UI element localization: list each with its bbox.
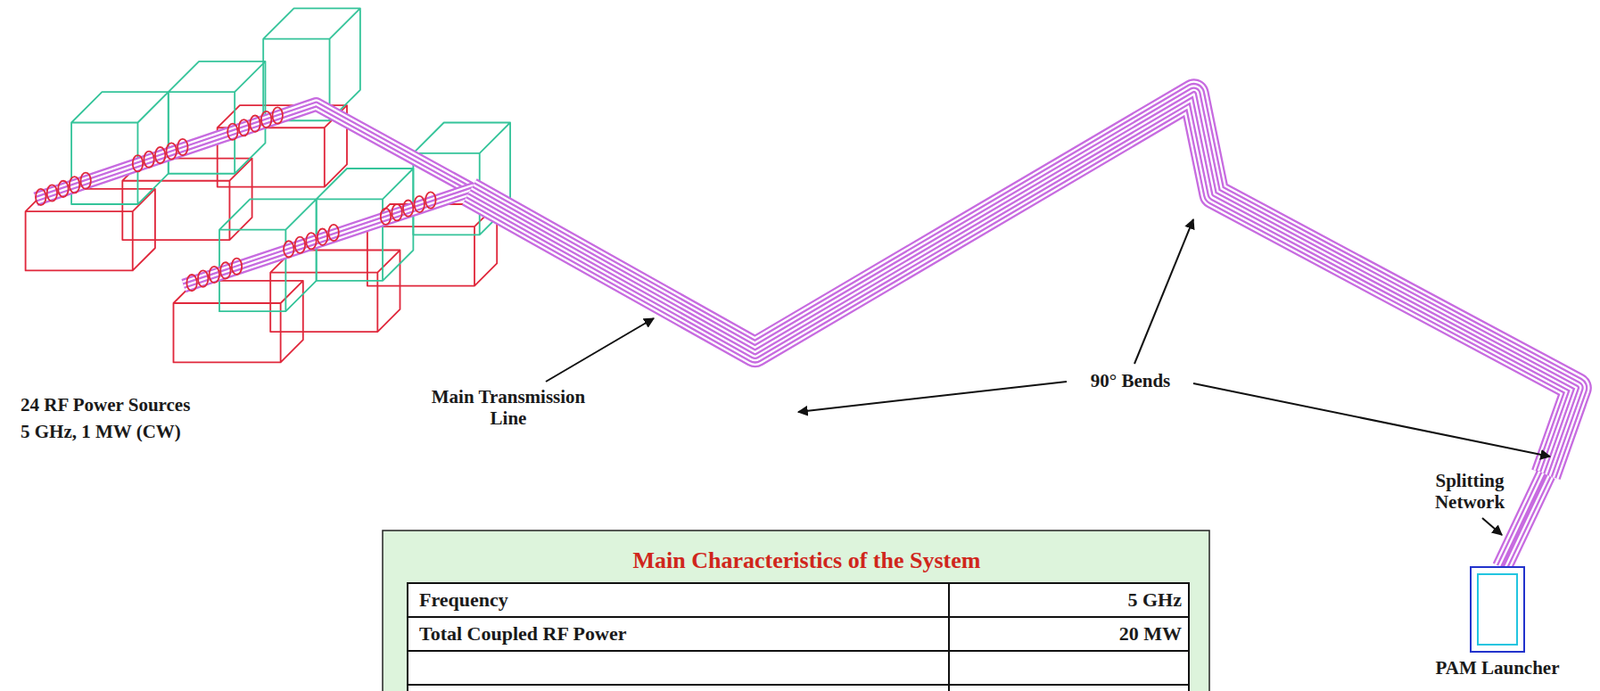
power-supply-box	[173, 280, 304, 363]
waveguide-bundle	[469, 93, 1576, 475]
table-rule	[407, 684, 1189, 686]
leader-arrow	[798, 381, 1067, 413]
power-source-group	[25, 8, 511, 363]
splitting-network	[1501, 474, 1546, 568]
coil-symbol	[186, 258, 242, 292]
waveguide-bundle	[469, 93, 1576, 475]
leader-arrow	[1134, 219, 1194, 364]
main-transmission-line	[469, 93, 1576, 568]
feeder-line	[183, 189, 475, 287]
label-holder: Frequency	[419, 586, 919, 614]
coil-symbol	[227, 107, 283, 141]
feeder-line	[35, 104, 480, 199]
table-rule	[407, 650, 1189, 652]
pam-launcher: PAM Launcher	[1469, 566, 1526, 653]
coil-symbol	[35, 173, 91, 207]
label-holder: 5 GHz	[954, 586, 1182, 614]
splitting-network	[1501, 474, 1546, 568]
waveguide-bundle	[469, 93, 1576, 475]
coil-symbol	[283, 224, 339, 258]
label-holder: 20 MW	[954, 620, 1182, 648]
feeder-line	[35, 104, 480, 199]
bend-label: 90° Bends	[1070, 370, 1191, 392]
circulator-coils	[35, 107, 437, 291]
line-label: Main Transmission Line	[419, 386, 598, 429]
coil-symbol	[132, 139, 189, 173]
waveguide-bundle	[469, 93, 1576, 475]
spec-table: Main Characteristics of the System	[382, 530, 1231, 691]
source-rating: 5 GHz, 1 MW (CW)	[20, 420, 289, 443]
waveguide-bundle	[469, 93, 1576, 475]
splitting-network	[1501, 474, 1546, 568]
table-grid	[407, 583, 1189, 691]
power-supply-box	[270, 250, 400, 333]
leader-arrow	[545, 318, 654, 382]
feeder-line	[35, 104, 480, 199]
label-holder: Main Transmission Line	[419, 386, 598, 429]
network-label: Splitting Network	[1419, 470, 1520, 513]
label-holder: Splitting Network	[1419, 470, 1520, 513]
coil-symbol	[380, 191, 437, 225]
leader-arrow	[1193, 383, 1551, 457]
feeder-line	[183, 189, 475, 287]
waveguide-bundle	[469, 93, 1576, 475]
label-holder: 90° Bends	[1070, 370, 1191, 392]
table-cell: 5 GHz	[954, 586, 1182, 614]
waveguide-bundle	[469, 93, 1576, 475]
feeder-line	[183, 189, 475, 287]
table-title: Main Characteristics of the System	[382, 530, 1231, 576]
table-rule	[948, 583, 950, 691]
feeder-line	[35, 104, 480, 199]
splitting-network	[1501, 474, 1546, 568]
leader-arrow	[1482, 518, 1502, 536]
splitting-network	[1501, 474, 1546, 568]
source-label: 24 RF Power Sources	[20, 394, 289, 416]
waveguide-bundle	[469, 93, 1576, 475]
label-holder: Total Coupled RF Power	[419, 620, 919, 648]
table-rule	[407, 616, 1189, 619]
table-cell: Frequency	[419, 586, 919, 614]
node-label: PAM Launcher	[1435, 657, 1559, 679]
label-holder: 5 GHz, 1 MW (CW)	[20, 420, 289, 443]
table-cell: Total Coupled RF Power	[419, 620, 919, 648]
leader-arrows	[545, 219, 1551, 536]
feeder-lines	[35, 104, 480, 287]
label-holder: 24 RF Power Sources	[20, 394, 289, 416]
table-cell: 20 MW	[954, 620, 1182, 648]
feeder-line	[183, 189, 475, 287]
